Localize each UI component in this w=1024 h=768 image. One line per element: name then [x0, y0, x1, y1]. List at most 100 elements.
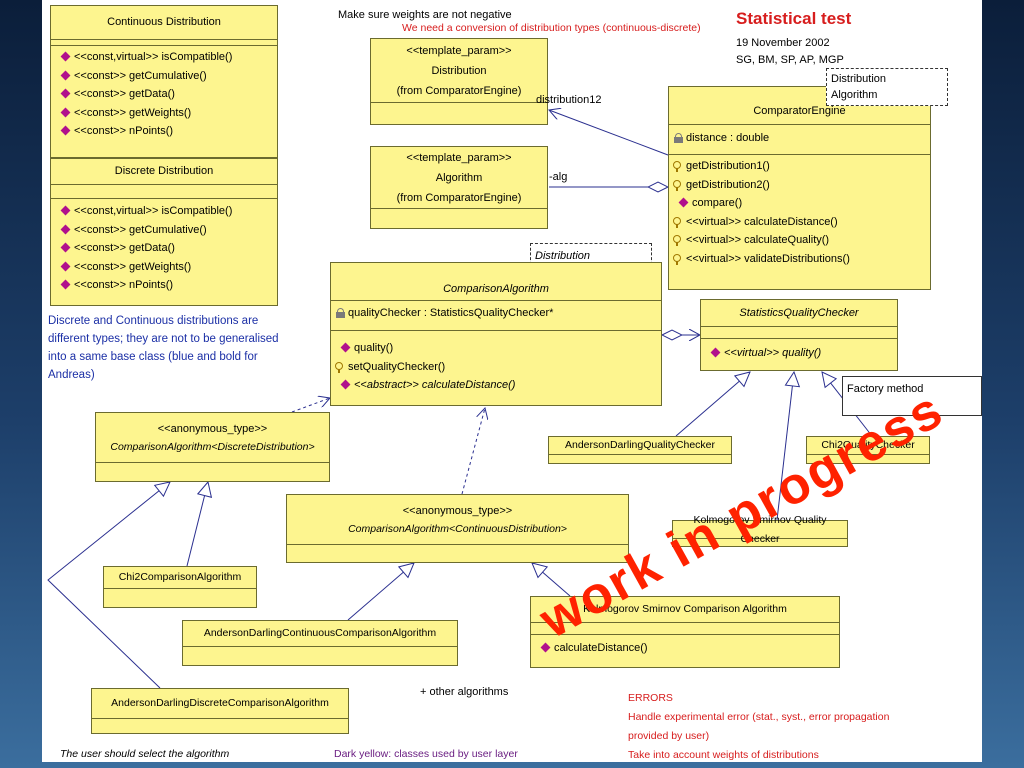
user-select-note: The user should select the algorithm [60, 748, 230, 760]
class-name: Chi2ComparisonAlgorithm [118, 571, 242, 583]
operation: getDistribution2() [686, 178, 770, 191]
class-add-comparison-algorithm[interactable]: AndersonDarlingDiscreteComparisonAlgorit… [91, 688, 349, 734]
class-ks-quality-checker[interactable]: Kolmogorov Smirnov Quality Checker [672, 514, 848, 547]
operation: <<const,virtual>> isCompatible() [74, 205, 233, 218]
class-name: ComparatorEngine [753, 105, 846, 117]
class-name: AndersonDarlingQualityChecker [565, 439, 715, 451]
stereotype: <<anonymous_type>> [157, 422, 268, 435]
class-name: AndersonDarlingContinuousComparisonAlgor… [203, 627, 437, 639]
stereotype: <<anonymous_type>> [402, 504, 513, 517]
method-icon [341, 343, 351, 353]
operation: <<const>> getData() [74, 88, 175, 101]
class-name: AndersonDarlingDiscreteComparisonAlgorit… [111, 697, 329, 709]
protected-method-icon [673, 179, 683, 191]
note-line: Distribution [831, 73, 887, 85]
dark-yellow-legend: Dark yellow: classes used by user layer [334, 748, 518, 760]
error-line: Handle experimental error (stat., syst.,… [628, 711, 890, 723]
class-continuous-distribution[interactable]: Continuous Distribution <<const,virtual>… [50, 5, 278, 158]
generalization-ks-checker [776, 372, 794, 521]
class-anon-continuous[interactable]: <<anonymous_type>> ComparisonAlgorithm<C… [286, 494, 629, 563]
generalization-ks-algorithm [532, 563, 571, 597]
class-ks-comparison-algorithm[interactable]: Kolmogorov Smirnov Comparison Algorithm … [530, 596, 840, 668]
stereotype: <<template_param>> [406, 44, 512, 57]
operation: <<const>> getCumulative() [74, 223, 207, 236]
factory-method-note: Factory method [842, 376, 982, 416]
class-name: ComparisonAlgorithm<ContinuousDistributi… [348, 522, 567, 535]
class-name: ComparisonAlgorithm [443, 283, 549, 295]
protected-method-icon [335, 361, 345, 373]
operation: <<virtual>> validateDistributions() [686, 252, 850, 265]
method-icon [541, 643, 551, 653]
class-chi2-comparison-algorithm[interactable]: Chi2ComparisonAlgorithm [103, 566, 257, 608]
class-chi2-quality-checker[interactable]: Chi2QualityChecker [806, 436, 930, 464]
origin: (from ComparatorEngine) [396, 84, 522, 97]
authors: SG, BM, SP, AP, MGP [736, 54, 844, 66]
operation: compare() [692, 197, 743, 210]
class-name: Kolmogorov Smirnov Quality Checker [693, 513, 827, 545]
engine-template-note: Distribution Algorithm [826, 68, 948, 106]
comment-line: different types; they are not to be gene… [48, 333, 279, 345]
class-comparison-algorithm[interactable]: ComparisonAlgorithm qualityChecker : Sta… [330, 262, 662, 406]
other-algorithms-label: + other algorithms [420, 686, 509, 698]
protected-method-icon [673, 235, 683, 247]
class-name: Discrete Distribution [114, 165, 214, 177]
label-distribution1: distribution1 [536, 94, 596, 106]
class-name: Algorithm [435, 171, 483, 184]
errors-block: ERRORS Handle experimental error (stat.,… [628, 689, 889, 762]
protected-method-icon [673, 253, 683, 265]
private-attribute-icon [673, 133, 683, 144]
method-icon [61, 280, 71, 290]
comment-line: into a same base class (blue and bold fo… [48, 351, 258, 363]
operation: <<const,virtual>> isCompatible() [74, 51, 233, 64]
distribution-types-comment: Discrete and Continuous distributions ar… [48, 312, 279, 384]
comment-line: Andreas) [48, 369, 95, 381]
operation: calculateDistance() [554, 642, 648, 655]
operation: quality() [354, 342, 394, 355]
association-distribution [549, 110, 669, 156]
class-statistics-quality-checker[interactable]: StatisticsQualityChecker <<virtual>> qua… [700, 299, 898, 371]
operation: <<const>> nPoints() [74, 279, 174, 292]
class-template-distribution[interactable]: <<template_param>> Distribution (from Co… [370, 38, 548, 125]
method-icon [61, 71, 71, 81]
operation: <<const>> getData() [74, 242, 175, 255]
method-icon [711, 348, 721, 358]
binding-continuous [461, 408, 485, 495]
note-line: Algorithm [831, 89, 878, 101]
method-icon [341, 380, 351, 390]
operation: <<virtual>> calculateQuality() [686, 234, 830, 247]
errors-title: ERRORS [628, 692, 673, 704]
operation: setQualityChecker() [348, 360, 446, 373]
origin: (from ComparatorEngine) [396, 191, 522, 204]
method-icon [61, 126, 71, 136]
note-line: Factory method [847, 383, 924, 395]
error-line: provided by user) [628, 730, 710, 742]
attribute: qualityChecker : StatisticsQualityChecke… [348, 307, 554, 320]
generalization-anderson-checker [675, 372, 750, 437]
class-name: Continuous Distribution [107, 16, 221, 28]
date: 19 November 2002 [736, 37, 830, 49]
class-template-algorithm[interactable]: <<template_param>> Algorithm (from Compa… [370, 146, 548, 229]
class-name: StatisticsQualityChecker [739, 306, 859, 319]
method-icon [61, 89, 71, 99]
class-name: Chi2QualityChecker [821, 439, 915, 451]
protected-method-icon [673, 216, 683, 228]
method-icon [61, 52, 71, 62]
method-icon [679, 198, 689, 208]
class-adc-comparison-algorithm[interactable]: AndersonDarlingContinuousComparisonAlgor… [182, 620, 458, 666]
method-icon [61, 225, 71, 235]
generalization-chi2-algorithm [186, 482, 208, 567]
class-anderson-darling-quality-checker[interactable]: AndersonDarlingQualityChecker [548, 436, 732, 464]
stereotype: <<template_param>> [406, 151, 512, 164]
class-comparator-engine[interactable]: ComparatorEngine distance : double getDi… [668, 86, 931, 290]
method-icon [61, 243, 71, 253]
class-anon-discrete[interactable]: <<anonymous_type>> ComparisonAlgorithm<D… [95, 412, 330, 482]
class-discrete-distribution[interactable]: Discrete Distribution <<const,virtual>> … [50, 158, 278, 306]
uml-slide: Continuous Distribution <<const,virtual>… [42, 0, 982, 762]
operation: <<abstract>> calculateDistance() [354, 379, 516, 392]
attribute: distance : double [686, 132, 770, 145]
label-distribution12: distribution12 [536, 94, 601, 106]
class-name: ComparisonAlgorithm<DiscreteDistribution… [110, 440, 315, 453]
generalization-add-algorithm [47, 482, 170, 689]
protected-method-icon [673, 161, 683, 173]
class-name: Distribution [431, 64, 487, 77]
